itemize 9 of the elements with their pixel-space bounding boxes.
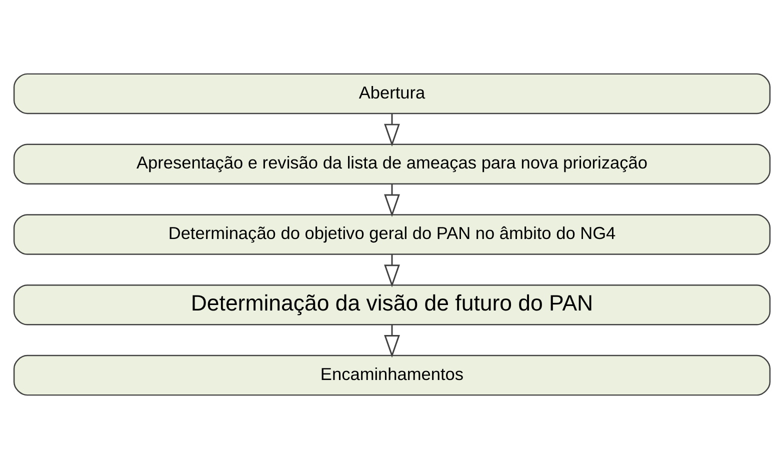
node-box: Determinação do objetivo geral do PAN no âmbito do NG4 bbox=[13, 214, 771, 255]
arrow bbox=[384, 114, 400, 147]
node-box: Abertura bbox=[13, 73, 771, 114]
arrow bbox=[384, 254, 400, 288]
node-box: Encaminhamentos bbox=[13, 354, 771, 396]
node-box: Apresentação e revisão da lista de ameaças para nova priorização bbox=[13, 144, 771, 184]
node-box: Determinação da visão de futuro do PAN bbox=[13, 284, 771, 326]
arrow bbox=[384, 324, 400, 358]
arrow bbox=[384, 184, 400, 217]
